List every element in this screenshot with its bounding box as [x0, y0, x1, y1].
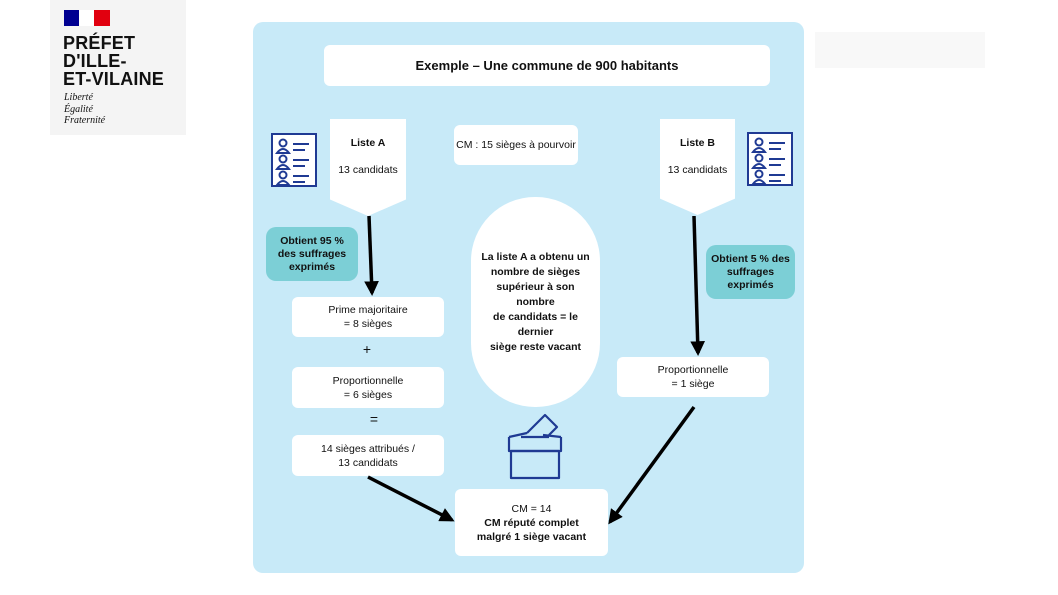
list-a-total-value: 13 candidats: [338, 456, 398, 469]
list-b-result: Obtient 5 % des suffrages exprimés: [706, 245, 795, 299]
majority-bonus-value: = 8 sièges: [343, 318, 393, 330]
list-b-name: Liste B: [679, 137, 715, 149]
list-b-result-line-1: Obtient 5 % des: [711, 252, 790, 265]
final-status-line-1: CM réputé complet: [484, 516, 579, 529]
list-b-proportional-value: = 1 siège: [671, 378, 715, 390]
prefecture-line-1: PRÉFET: [63, 33, 136, 53]
plus-sign: +: [362, 341, 372, 357]
final-status-line-2: malgré 1 siège vacant: [476, 530, 587, 543]
list-b-candidates: 13 candidats: [667, 164, 728, 176]
prefecture-name: PRÉFET D'ILLE- ET-VILAINE: [63, 34, 164, 88]
list-a-result: Obtient 95 % des suffrages exprimés: [266, 227, 358, 281]
list-a-total-box: 14 sièges attribués / 13 candidats: [292, 435, 444, 476]
prefecture-line-2: D'ILLE-: [63, 51, 127, 71]
motto-liberte: Liberté: [64, 92, 93, 103]
flag-blue: [64, 10, 79, 26]
final-cm-count: CM = 14: [511, 502, 552, 515]
list-a-name: Liste A: [350, 137, 386, 149]
note-line-2: nombre de sièges: [490, 265, 581, 278]
candidate-list-icon: [747, 132, 793, 186]
list-b-result-line-2: suffrages: [726, 265, 775, 278]
seats-to-fill-box: CM : 15 sièges à pourvoir: [454, 125, 578, 165]
list-a-total-label: 14 sièges attribués /: [321, 442, 415, 455]
diagram-title-text: Exemple – Une commune de 900 habitants: [415, 57, 679, 73]
list-b-result-line-3: exprimés: [727, 278, 774, 291]
prefecture-logo: PRÉFET D'ILLE- ET-VILAINE Liberté Égalit…: [50, 0, 186, 135]
candidate-list-icon: [271, 133, 317, 187]
flag-red: [94, 10, 110, 26]
list-a-proportional-value: = 6 sièges: [343, 388, 393, 401]
list-a-badge: Liste A 13 candidats: [330, 119, 406, 216]
list-a-result-line-1: Obtient 95 %: [280, 234, 344, 247]
republic-motto: Liberté Égalité Fraternité: [64, 92, 105, 127]
diagram-title: Exemple – Une commune de 900 habitants: [324, 45, 770, 86]
list-b-proportional-box: Proportionnelle = 1 siège: [617, 357, 769, 397]
final-result-box: CM = 14 CM réputé complet malgré 1 siège…: [455, 489, 608, 556]
list-a-proportional-label: Proportionnelle: [332, 374, 404, 387]
prefecture-line-3: ET-VILAINE: [63, 69, 165, 89]
motto-fraternite: Fraternité: [64, 115, 106, 126]
list-a-proportional-box: Proportionnelle = 6 sièges: [292, 367, 444, 408]
vacant-seat-note: La liste A a obtenu un nombre de sièges …: [471, 197, 600, 407]
note-line-3: supérieur à son nombre: [496, 280, 575, 308]
list-b-proportional-label: Proportionnelle: [657, 364, 729, 376]
majority-bonus-box: Prime majoritaire = 8 sièges: [292, 297, 444, 337]
list-b-badge: Liste B 13 candidats: [660, 119, 735, 215]
ballot-box-icon: [507, 413, 563, 480]
note-line-5: siège reste vacant: [489, 340, 582, 353]
faint-placeholder: [815, 32, 985, 68]
motto-egalite: Égalité: [64, 103, 93, 115]
list-a-result-line-2: des suffrages: [277, 247, 347, 260]
note-line-1: La liste A a obtenu un: [481, 250, 590, 263]
list-a-result-line-3: exprimés: [288, 260, 336, 273]
majority-bonus-label: Prime majoritaire: [328, 304, 408, 316]
seats-to-fill-text: CM : 15 sièges à pourvoir: [456, 139, 576, 151]
list-a-candidates: 13 candidats: [338, 164, 398, 176]
flag-white: [79, 10, 94, 26]
equals-sign: =: [369, 411, 379, 427]
note-line-4: de candidats = le dernier: [493, 310, 578, 338]
